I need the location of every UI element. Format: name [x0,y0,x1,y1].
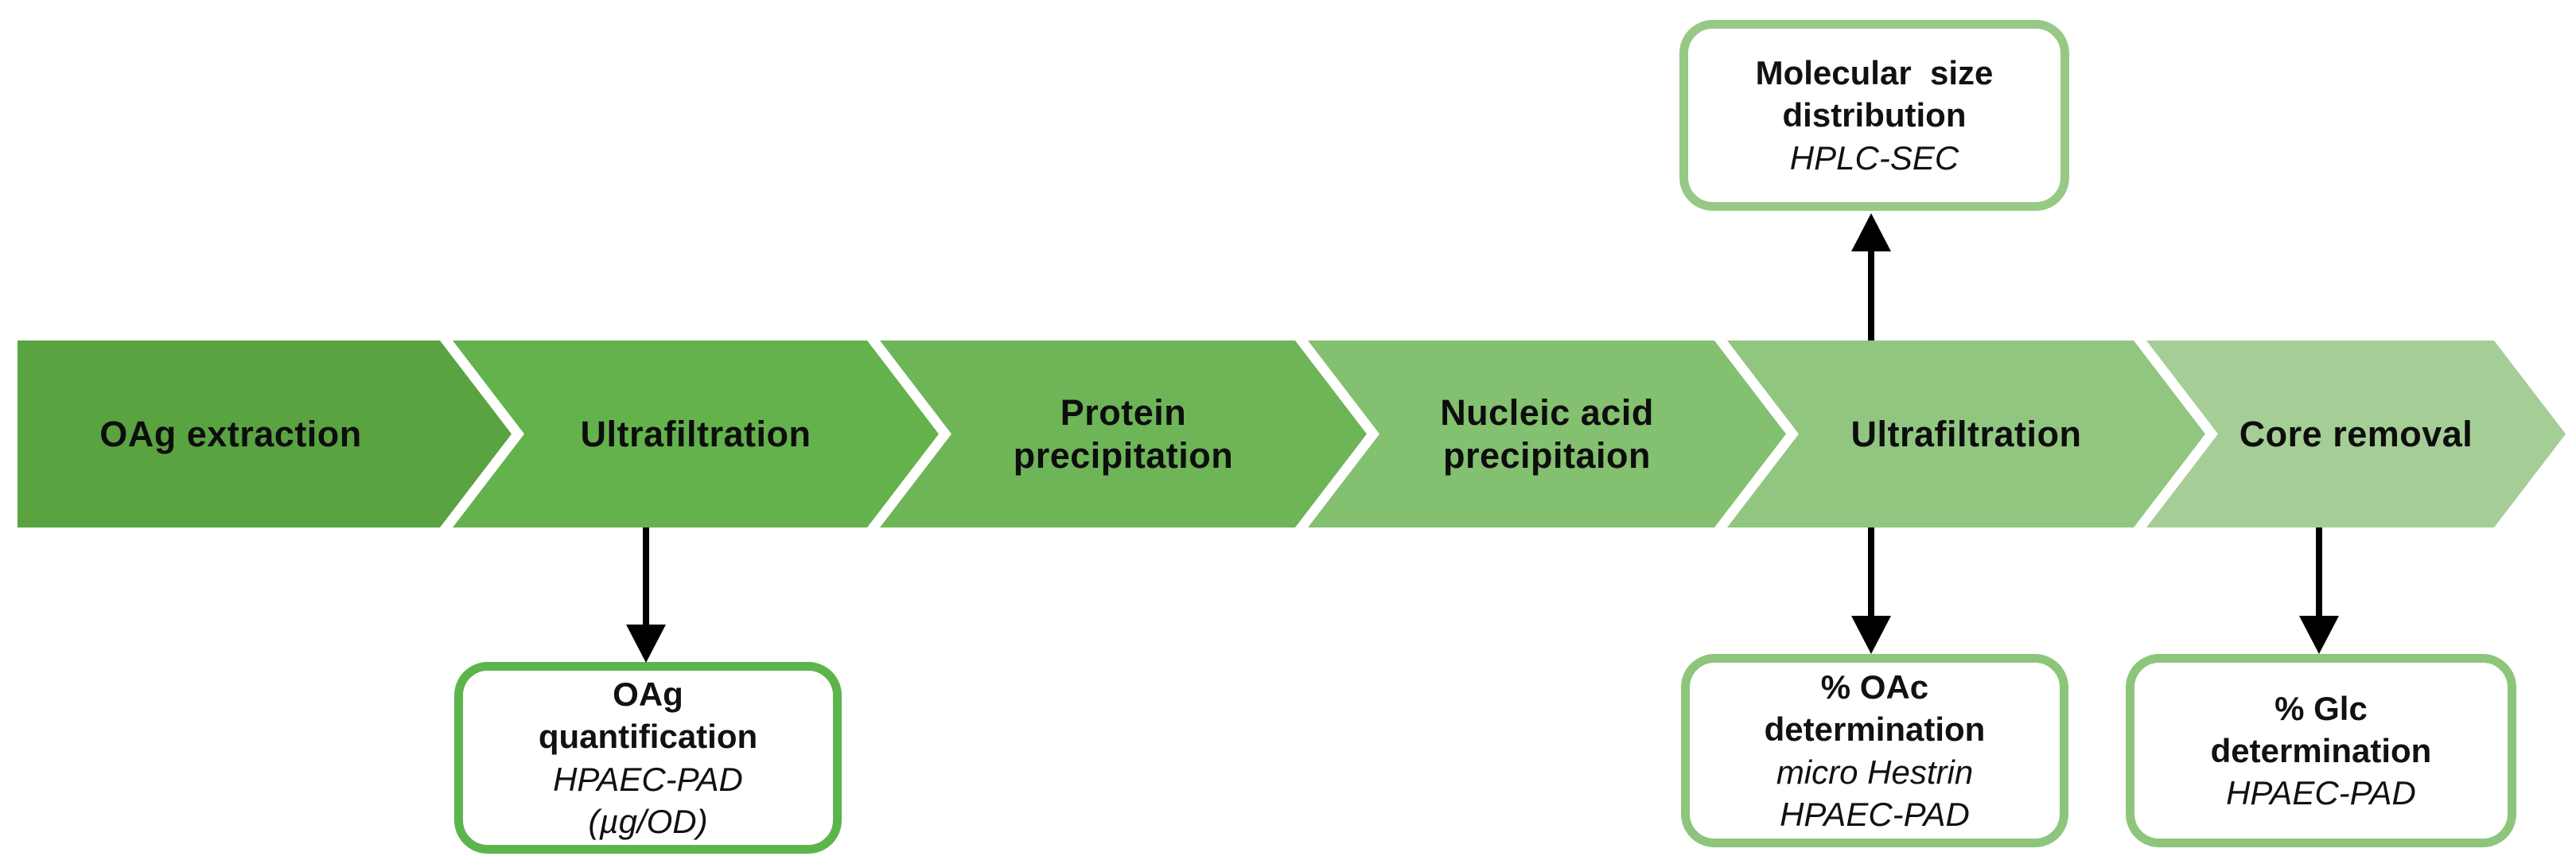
callout-oac-determination: % OAc determination micro Hestrin HPAEC-… [1681,654,2068,847]
chevron-step-oag-extraction: OAg extraction [18,341,512,527]
callout-method: micro Hestrin HPAEC-PAD [1776,753,1974,833]
callout-method: HPAEC-PAD (µg/OD) [553,760,743,840]
arrow-down-icon [1851,527,1891,654]
callout-title: OAg quantification [538,675,758,756]
callout-molecular-size-distribution: Molecular size distribution HPLC-SEC [1679,20,2069,211]
chevron-step-nucleic-acid-precipitation: Nucleic acid precipitaion [1308,341,1786,527]
callout-title: Molecular size distribution [1755,54,1994,134]
arrowhead-down-icon [2299,616,2339,654]
callout-method: HPAEC-PAD [2226,774,2416,812]
arrowhead-down-icon [1851,616,1891,654]
callout-oag-quantification: OAg quantification HPAEC-PAD (µg/OD) [454,662,842,854]
arrow-up-icon [1851,213,1891,341]
chevron-step-label: Ultrafiltration [1850,413,2082,454]
callout-title: % Glc determination [2210,689,2432,769]
chevron-step-label: Protein precipitation [1013,392,1234,476]
chevron-step-label: OAg extraction [99,413,362,454]
arrowhead-up-icon [1851,213,1891,251]
chevron-step-ultrafiltration-1: Ultrafiltration [453,341,939,527]
chevron-step-label: Ultrafiltration [580,413,811,454]
arrow-shaft [1868,251,1874,341]
arrowhead-down-icon [626,625,666,663]
chevron-step-label: Nucleic acid precipitaion [1440,392,1654,476]
chevron-step-protein-precipitation: Protein precipitation [880,341,1367,527]
callout-title: % OAc determination [1764,668,1986,749]
arrow-down-icon [2299,527,2339,654]
chevron-step-core-removal: Core removal [2146,341,2566,527]
arrow-shaft [2316,527,2322,616]
callout-glc-determination: % Glc determination HPAEC-PAD [2126,654,2516,847]
arrow-shaft [643,527,649,625]
chevron-step-label: Core removal [2239,413,2473,454]
chevron-step-ultrafiltration-2: Ultrafiltration [1727,341,2205,527]
arrow-shaft [1868,527,1874,616]
callout-method: HPLC-SEC [1789,138,1959,177]
arrow-down-icon [626,527,666,663]
chevron-band: OAg extraction Ultrafiltration Protein p… [0,341,2576,527]
